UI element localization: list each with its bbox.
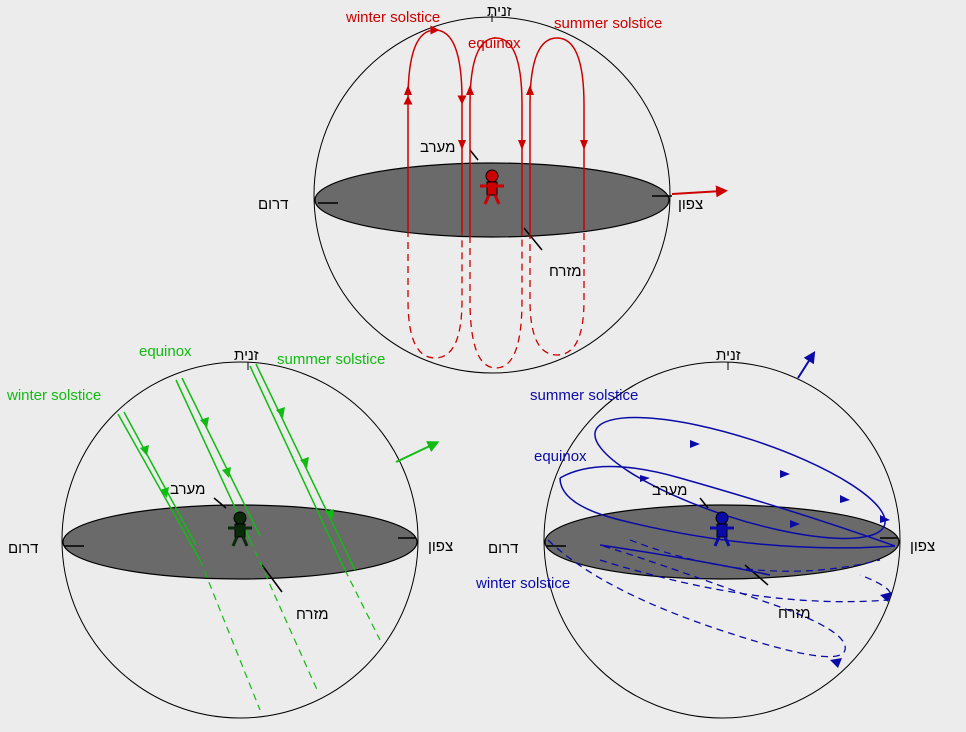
- path-arrow: [880, 592, 892, 602]
- equinox-path-day: [559, 477, 896, 549]
- equinox-label: equinox: [139, 343, 192, 360]
- path-arrow: [518, 140, 526, 150]
- path-arrow: [830, 658, 842, 668]
- equinox-path-night: [469, 236, 523, 369]
- path-arrow: [780, 470, 790, 478]
- summer-solstice-path-night: [344, 569, 381, 641]
- observer-figure: [228, 511, 252, 547]
- path-arrow: [276, 407, 285, 418]
- horizon-disc: [314, 162, 670, 238]
- east-pointer: [744, 564, 769, 586]
- path-arrow: [790, 520, 800, 528]
- path-arrow: [526, 85, 534, 95]
- equinox-path-day: [469, 37, 523, 236]
- sphere-polar: [543, 350, 901, 719]
- zenith-label: זנית: [234, 347, 259, 364]
- west-pointer: [213, 497, 227, 509]
- north-label: צפון: [910, 538, 936, 555]
- path-arrow: [458, 140, 466, 150]
- east-label: מזרח: [549, 263, 582, 280]
- summer-solstice-label: summer solstice: [530, 387, 639, 404]
- zenith-label: זנית: [487, 3, 512, 20]
- horizon-disc: [62, 504, 418, 580]
- north-label: צפון: [428, 538, 454, 555]
- winter-solstice-path-day: [599, 544, 771, 576]
- path-arrow: [466, 85, 474, 95]
- observer-figure: [710, 511, 734, 547]
- path-arrow: [404, 85, 412, 95]
- equinox-label: equinox: [534, 448, 587, 465]
- west-pointer: [469, 149, 479, 161]
- summer-solstice-path-day: [249, 365, 346, 571]
- zenith-label: זנית: [716, 347, 741, 364]
- summer-solstice-label: summer solstice: [277, 351, 386, 368]
- north-axis-arrow: [797, 350, 816, 379]
- north-axis-arrow: [395, 441, 440, 463]
- path-arrow: [580, 140, 588, 150]
- sphere-mid-latitude: [61, 361, 440, 719]
- sphere-outline: [61, 361, 419, 719]
- summer-solstice-label: summer solstice: [554, 15, 663, 32]
- winter-solstice-label: winter solstice: [476, 575, 571, 592]
- winter-solstice-label: winter solstice: [346, 9, 441, 26]
- winter-solstice-path-night: [547, 539, 846, 658]
- summer-solstice-path-day: [255, 363, 356, 571]
- south-label: דרום: [258, 196, 289, 213]
- path-arrow: [140, 445, 149, 456]
- equinox-label: equinox: [468, 35, 521, 52]
- west-pointer: [699, 497, 709, 509]
- path-arrow: [840, 495, 850, 503]
- south-label: דרום: [8, 540, 39, 557]
- west-label: מערב: [652, 482, 688, 499]
- path-arrow: [880, 515, 890, 523]
- path-arrow: [160, 487, 169, 498]
- winter-solstice-path-night: [199, 559, 261, 711]
- north-label: צפון: [678, 196, 704, 213]
- east-label: מזרח: [296, 606, 329, 623]
- path-arrow: [200, 417, 209, 428]
- winter-solstice-path-day: [123, 411, 197, 546]
- path-arrow: [690, 440, 700, 448]
- east-label: מזרח: [778, 605, 811, 622]
- east-pointer: [523, 227, 543, 251]
- west-label: מערב: [170, 481, 206, 498]
- path-arrow: [325, 509, 334, 520]
- winter-solstice-path-night: [407, 230, 463, 359]
- north-axis-arrow: [671, 185, 728, 198]
- sphere-outline: [543, 361, 901, 719]
- winter-solstice-label: winter solstice: [7, 387, 102, 404]
- path-arrow: [222, 467, 231, 478]
- sphere-equator: [313, 14, 728, 374]
- path-arrow: [300, 457, 309, 468]
- summer-solstice-path-day: [529, 37, 585, 232]
- path-arrow: [640, 475, 650, 482]
- winter-solstice-path-day: [117, 413, 201, 561]
- equinox-path-night: [249, 539, 319, 693]
- observer-figure: [480, 169, 504, 205]
- winter-solstice-path-night: [599, 559, 892, 603]
- equinox-path-day: [181, 377, 261, 537]
- equinox-path-day: [559, 465, 896, 547]
- winter-solstice-path-day: [403, 25, 467, 232]
- east-pointer: [261, 564, 283, 593]
- west-label: מערב: [420, 139, 456, 156]
- south-label: דרום: [488, 540, 519, 557]
- summer-solstice-path-night: [529, 230, 585, 356]
